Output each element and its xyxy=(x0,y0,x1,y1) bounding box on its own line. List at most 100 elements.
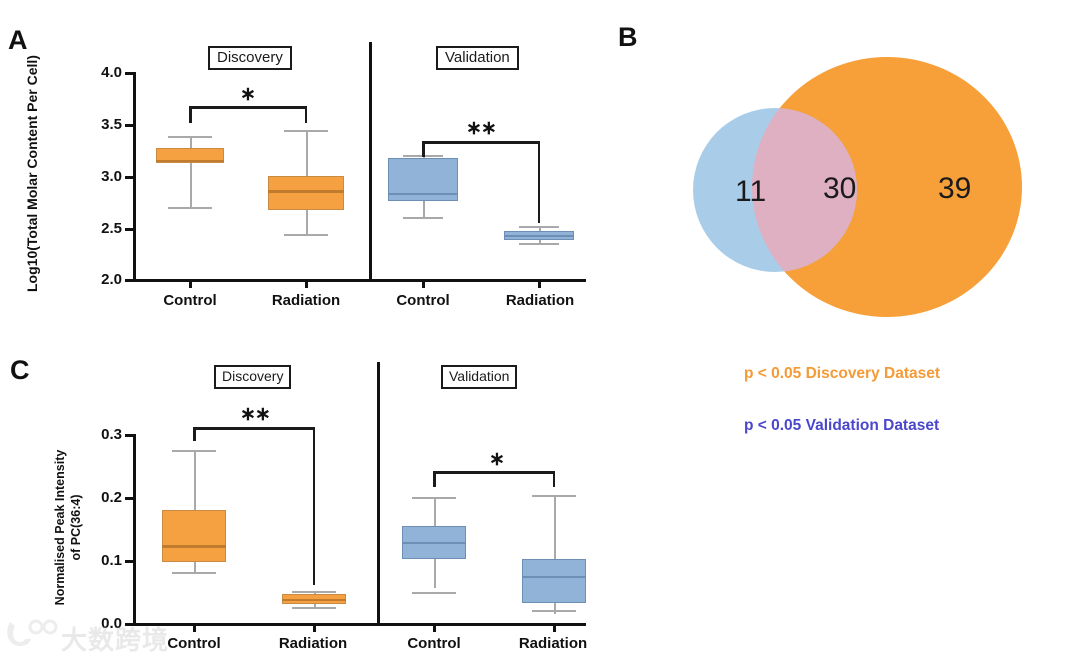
whisker-line xyxy=(553,495,556,614)
panel-a-x-axis xyxy=(133,279,586,282)
box-median xyxy=(504,235,574,237)
bracket-leg-right xyxy=(537,141,540,223)
panel-c-ytick-0.3 xyxy=(125,434,134,437)
panel-a-discovery-title: Discovery xyxy=(208,46,292,70)
bracket-leg-right xyxy=(304,106,307,123)
panel-a-ytick-label-0: 2.0 xyxy=(101,271,122,288)
panel-c-xlabel-validation-control: Control xyxy=(407,635,461,652)
bracket-leg-left xyxy=(433,471,436,487)
panel-c-xtick-validation-control xyxy=(433,623,436,632)
whisker-cap-low xyxy=(284,234,328,236)
whisker-cap-low xyxy=(403,217,443,219)
panel-c-group-divider xyxy=(377,362,380,626)
bracket-leg-right xyxy=(552,471,555,487)
whisker-cap-high xyxy=(172,450,216,452)
bracket-leg-left xyxy=(422,141,425,157)
panel-c-ytick-label-3: 0.3 xyxy=(101,426,122,443)
panel-letter-a: A xyxy=(8,25,28,55)
box-median xyxy=(282,599,346,601)
whisker-cap-high xyxy=(284,130,328,132)
watermark: 大数跨境 xyxy=(6,616,168,658)
whisker-line xyxy=(189,136,192,209)
venn-count-validation-only: 11 xyxy=(735,175,767,208)
whisker-cap-low xyxy=(519,243,559,245)
bracket-leg-left xyxy=(193,427,196,441)
panel-a-xtick-discovery-control xyxy=(189,279,192,288)
panel-a-xtick-validation-radiation xyxy=(538,279,541,288)
panel-a-ytick-label-1: 2.5 xyxy=(101,220,122,237)
whisker-cap-high xyxy=(519,226,559,228)
panel-letter-c: C xyxy=(10,355,30,385)
whisker-cap-high xyxy=(412,497,456,499)
venn-count-intersection: 30 xyxy=(823,172,857,205)
panel-a-xlabel-validation-control: Control xyxy=(396,292,450,309)
box-median xyxy=(402,542,466,544)
venn-diagram: 11 30 39 xyxy=(655,50,1055,340)
panel-c-xlabel-discovery-radiation: Radiation xyxy=(278,635,348,652)
panel-c-discovery-title: Discovery xyxy=(214,365,292,389)
significance-asterisk: ∗ xyxy=(240,84,256,105)
box-iqr xyxy=(522,559,586,603)
panel-c-xtick-discovery-control xyxy=(193,623,196,632)
panel-letter-b: B xyxy=(618,22,638,52)
whisker-cap-high xyxy=(168,136,212,138)
box-median xyxy=(156,160,224,162)
panel-c-y-axis-title: Normalised Peak Intensity of PC(36:4) xyxy=(52,435,84,620)
panel-a-group-divider xyxy=(369,42,372,282)
panel-c-ytick-0.0 xyxy=(125,623,134,626)
significance-asterisk: ∗∗ xyxy=(466,118,497,139)
bracket-leg-left xyxy=(189,106,192,123)
panel-a-ytick-3.0 xyxy=(125,176,134,179)
panel-a-ytick-4.0 xyxy=(125,72,134,75)
whisker-cap-low xyxy=(172,572,216,574)
panel-a-xlabel-validation-radiation: Radiation xyxy=(505,292,575,309)
whisker-cap-low xyxy=(532,610,576,612)
panel-c-validation-title: Validation xyxy=(441,365,518,389)
bracket-top xyxy=(433,471,555,474)
significance-asterisk: ∗∗ xyxy=(240,404,271,425)
box-iqr xyxy=(162,510,226,562)
bracket-leg-right xyxy=(312,427,315,585)
panel-a-xtick-discovery-radiation xyxy=(305,279,308,288)
whisker-cap-low xyxy=(292,607,336,609)
watermark-logo-icon xyxy=(7,619,58,646)
panel-c-y-axis-title-line1: Normalised Peak Intensity xyxy=(53,449,67,606)
venn-legend-discovery: p < 0.05 Discovery Dataset xyxy=(744,365,941,382)
panel-a-y-axis xyxy=(133,72,136,280)
watermark-text: 大数跨境 xyxy=(61,626,170,656)
panel-c-xtick-validation-radiation xyxy=(553,623,556,632)
venn-count-discovery-only: 39 xyxy=(938,172,972,205)
panel-c-xlabel-validation-radiation: Radiation xyxy=(518,635,588,652)
whisker-cap-high xyxy=(292,591,336,593)
box-median xyxy=(522,576,586,578)
panel-c-xtick-discovery-radiation xyxy=(313,623,316,632)
panel-a-xtick-validation-control xyxy=(422,279,425,288)
panel-a-xlabel-discovery-control: Control xyxy=(163,292,217,309)
bracket-top xyxy=(189,106,307,109)
panel-c-x-axis xyxy=(133,623,586,626)
panel-c-ytick-label-0: 0.0 xyxy=(101,615,122,632)
panel-a-y-axis-title: Log10(Total Molar Content Per Cell) xyxy=(24,55,40,292)
panel-c-ytick-0.2 xyxy=(125,497,134,500)
panel-a-ytick-label-2: 3.0 xyxy=(101,168,122,185)
venn-svg xyxy=(693,57,1022,317)
bracket-top xyxy=(193,427,315,430)
bracket-top xyxy=(422,141,540,144)
whisker-cap-high xyxy=(532,495,576,497)
panel-c-ytick-label-1: 0.1 xyxy=(101,552,122,569)
panel-c-ytick-0.1 xyxy=(125,560,134,563)
box-median xyxy=(388,193,458,195)
whisker-cap-low xyxy=(412,592,456,594)
panel-a-xlabel-discovery-radiation: Radiation xyxy=(271,292,341,309)
venn-overlap-region xyxy=(752,108,857,272)
panel-a-ytick-2.0 xyxy=(125,279,134,282)
panel-a-ytick-label-4: 4.0 xyxy=(101,64,122,81)
venn-legend-validation: p < 0.05 Validation Dataset xyxy=(744,417,940,434)
panel-a-ytick-2.5 xyxy=(125,228,134,231)
panel-a-validation-title: Validation xyxy=(436,46,519,70)
panel-c-ytick-label-2: 0.2 xyxy=(101,489,122,506)
panel-a-ytick-3.5 xyxy=(125,124,134,127)
panel-a-ytick-label-3: 3.5 xyxy=(101,116,122,133)
significance-asterisk: ∗ xyxy=(489,449,505,470)
box-median xyxy=(268,190,344,193)
